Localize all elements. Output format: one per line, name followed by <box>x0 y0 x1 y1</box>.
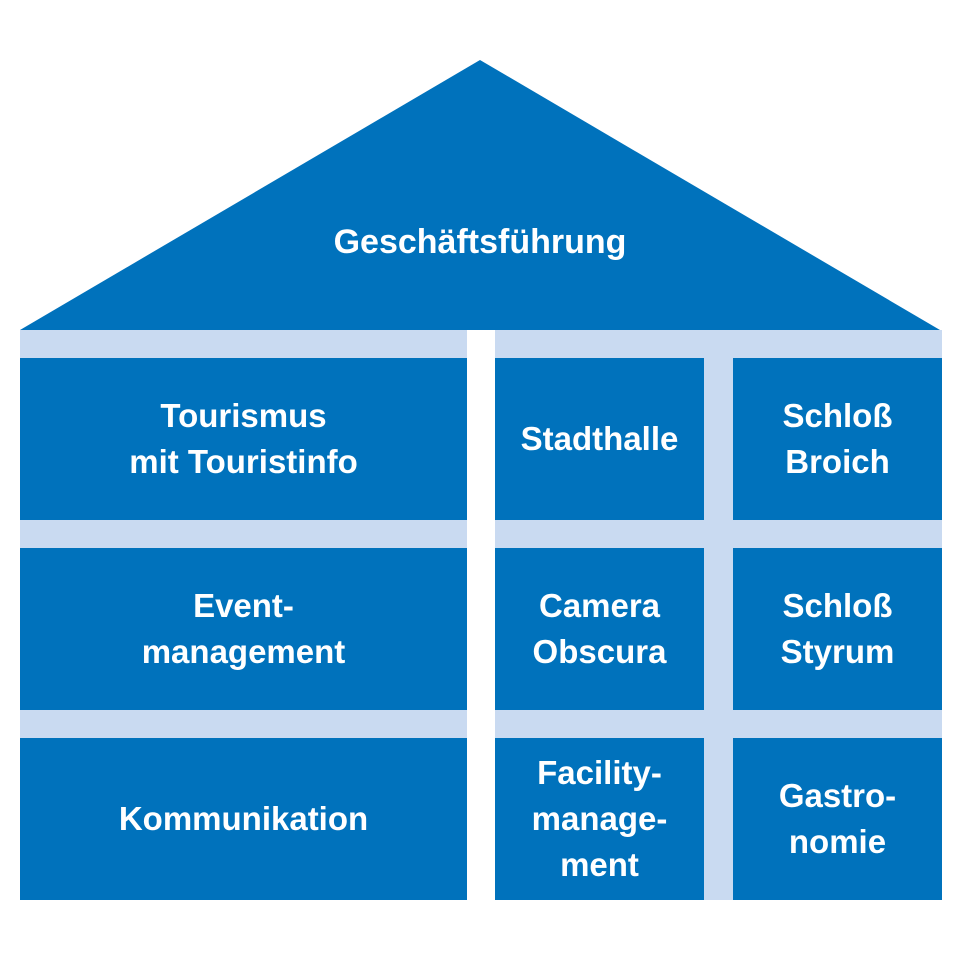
box-gastronomie-label: Gastro- nomie <box>778 777 897 860</box>
box-kommunikation: Kommunikation <box>20 738 467 900</box>
box-camera-obscura-label: Camera Obscura <box>532 587 667 670</box>
box-kommunikation-label: Kommunikation <box>118 800 369 837</box>
box-facilitymanagement-label: Facility- manage- ment <box>531 754 668 883</box>
roof-shape <box>20 60 940 330</box>
box-stadthalle-label: Stadthalle <box>520 420 679 457</box>
box-tourismus: Tourismus mit Touristinfo <box>20 358 467 520</box>
roof-label: Geschäftsführung <box>333 223 627 261</box>
box-tourismus-label: Tourismus mit Touristinfo <box>129 397 358 480</box>
box-schloss-broich-label: Schloß Broich <box>782 397 893 480</box>
box-eventmanagement: Event- management <box>20 548 467 710</box>
box-schloss-broich: Schloß Broich <box>733 358 942 520</box>
box-schloss-styrum: Schloß Styrum <box>733 548 942 710</box>
box-schloss-styrum-label: Schloß Styrum <box>780 587 895 670</box>
box-eventmanagement-label: Event- management <box>141 587 346 670</box>
box-gastronomie: Gastro- nomie <box>733 738 942 900</box>
box-camera-obscura: Camera Obscura <box>495 548 704 710</box>
box-facilitymanagement: Facility- manage- ment <box>495 738 704 900</box>
box-stadthalle: Stadthalle <box>495 358 704 520</box>
